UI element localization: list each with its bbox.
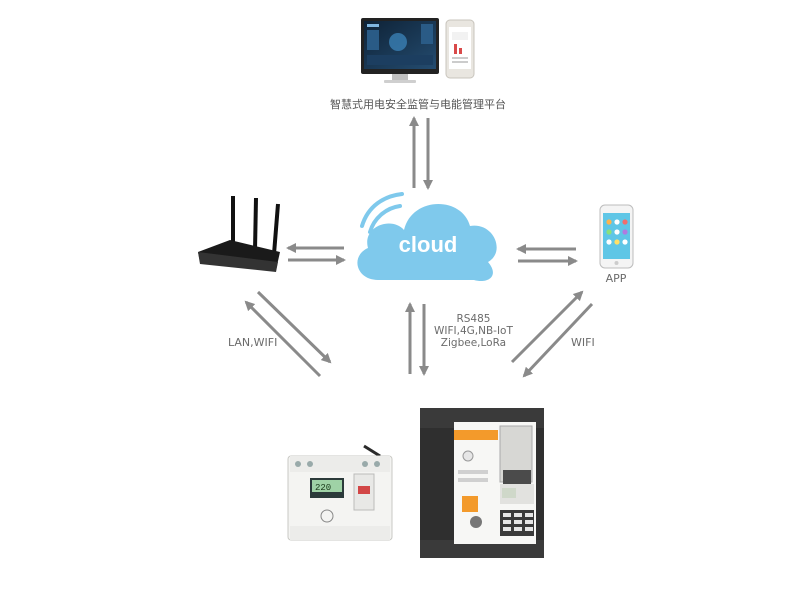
platform-phone-icon bbox=[445, 19, 475, 79]
wifi-label: WIFI bbox=[571, 336, 595, 349]
protocol-wifi-4g-nbiot: WIFI,4G,NB-IoT bbox=[434, 325, 513, 337]
arrow-breaker-to-router bbox=[244, 300, 322, 378]
arrow-app-to-breaker bbox=[522, 302, 594, 378]
small-breaker-display: 220 bbox=[315, 483, 331, 493]
cloud-icon bbox=[357, 192, 497, 282]
platform-label: 智慧式用电安全监管与电能管理平台 bbox=[330, 98, 506, 111]
arrow-breaker-to-app bbox=[510, 290, 584, 364]
app-phone-icon bbox=[599, 204, 634, 269]
monitor-icon bbox=[361, 18, 439, 83]
large-breaker-icon bbox=[420, 408, 544, 558]
small-breaker-icon bbox=[287, 444, 393, 541]
app-label: APP bbox=[605, 272, 627, 285]
arrows bbox=[244, 116, 594, 378]
protocol-rs485: RS485 bbox=[456, 313, 491, 325]
cloud-label: cloud bbox=[398, 232, 458, 257]
lan-wifi-label: LAN,WIFI bbox=[228, 336, 278, 349]
arrow-router-to-breaker bbox=[256, 290, 332, 364]
router-icon bbox=[198, 196, 280, 272]
protocols-label: RS485 WIFI,4G,NB-IoT Zigbee,LoRa bbox=[434, 313, 513, 349]
protocol-zigbee-lora: Zigbee,LoRa bbox=[440, 337, 507, 349]
